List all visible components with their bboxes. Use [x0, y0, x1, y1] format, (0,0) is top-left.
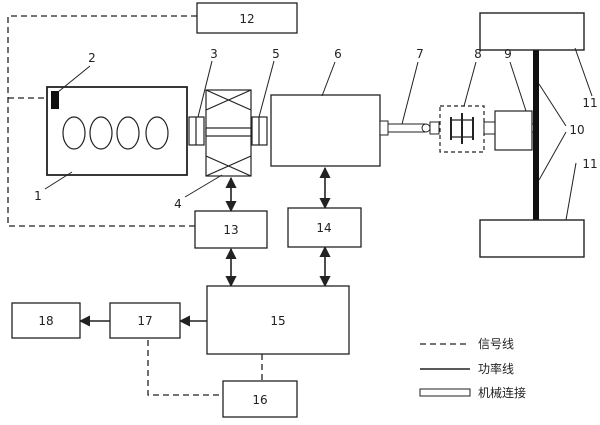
label-17: 17: [137, 314, 152, 328]
box-17: [109, 302, 181, 339]
engine-cylinder-2: [89, 116, 113, 150]
label-13: 13: [223, 223, 238, 237]
legend: 信号线 功率线 机械连接: [419, 337, 526, 400]
leader-1: [44, 171, 73, 190]
label-12: 12: [239, 12, 254, 26]
mech-link-8-9: [483, 121, 496, 135]
mech-link-6-7: [379, 120, 389, 136]
joint-7: [421, 123, 431, 133]
leader-5: [258, 60, 275, 118]
callout-7: 7: [416, 47, 424, 61]
mech-link-7-8: [429, 121, 440, 135]
leader-10a: [538, 83, 567, 127]
engine-cylinder-4: [145, 116, 169, 150]
callout-9: 9: [504, 47, 512, 61]
callout-5: 5: [272, 47, 280, 61]
box-labels: 12 13 14 15 16 17 18: [38, 12, 331, 407]
engine-cylinder-3: [116, 116, 140, 150]
differential-9: [494, 110, 533, 151]
signal-lines: [7, 15, 470, 396]
callout-8: 8: [474, 47, 482, 61]
leader-11b: [565, 162, 577, 221]
engine-cylinder-1: [62, 116, 86, 150]
legend-signal-label: 信号线: [478, 337, 514, 351]
signal-line-17-16: [147, 340, 223, 396]
motor-4-cross-d: [205, 155, 252, 177]
leader-9: [509, 61, 527, 112]
callout-3: 3: [210, 47, 218, 61]
engine: [46, 86, 188, 176]
label-14: 14: [316, 221, 331, 235]
label-15: 15: [270, 314, 285, 328]
machine-6: [270, 94, 381, 167]
box-12: [196, 2, 298, 34]
callout-6: 6: [334, 47, 342, 61]
axle-10: [533, 50, 539, 220]
mechanical-assembly: [188, 89, 268, 177]
label-16: 16: [252, 393, 267, 407]
legend-mech-label: 机械连接: [478, 385, 526, 400]
box-14: [287, 207, 362, 248]
motor-4-cross-b: [205, 89, 252, 111]
leader-7: [401, 61, 419, 125]
box-13: [194, 210, 268, 249]
motor-4-shaft: [205, 127, 252, 137]
power-arrows: [78, 166, 470, 370]
box-15: [206, 285, 350, 355]
sensor-2: [51, 91, 59, 109]
transmission-8: [439, 105, 485, 153]
leader-lines: [44, 47, 593, 221]
control-boxes: [11, 2, 362, 418]
callout-4: 4: [174, 197, 182, 211]
leader-11a: [574, 47, 593, 97]
leader-10b: [538, 131, 567, 181]
leader-4: [184, 174, 223, 198]
leader-6: [321, 61, 336, 97]
wheel-11-bottom: [479, 219, 585, 258]
callout-11-top: 11: [582, 96, 597, 110]
shaft-7: [387, 123, 426, 133]
leader-3: [197, 60, 213, 118]
callout-numbers: 1 2 3 4 5 6 7 8 9 10 11 11: [34, 47, 597, 211]
signal-line-12-left: [7, 15, 197, 227]
box-16: [222, 380, 298, 418]
legend-mech-swatch: [419, 388, 471, 397]
label-18: 18: [38, 314, 53, 328]
leader-8: [463, 61, 477, 107]
callout-11-bottom: 11: [582, 157, 597, 171]
callout-1: 1: [34, 189, 42, 203]
box-18: [11, 302, 81, 339]
callout-10: 10: [569, 123, 584, 137]
callout-2: 2: [88, 51, 96, 65]
wheel-11-top: [479, 12, 585, 51]
leader-2: [57, 65, 91, 93]
legend-power-label: 功率线: [478, 361, 514, 376]
